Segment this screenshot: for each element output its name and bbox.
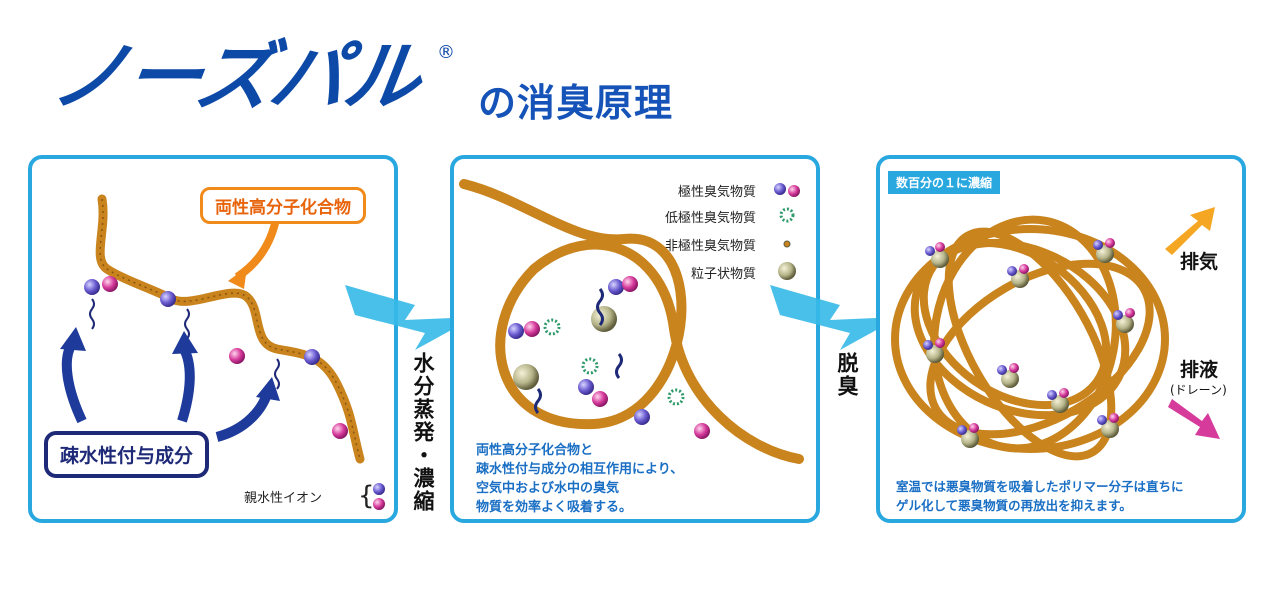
panel2-description: 両性高分子化合物と 疎水性付与成分の相互作用により、 空気中および水中の臭気 物… [476,443,684,515]
polymer-loop [459,179,804,464]
step-2-label: 脱臭 [835,352,859,398]
ion-pink [229,348,245,364]
panel-gel: 数百分の１に濃縮 排気 排液 (ドレーン) 室温では悪臭物質を吸着したポリマー分… [876,155,1246,523]
panel3-description: 室温では悪臭物質を吸着したポリマー分子は直ちに ゲル化して悪臭物質の再放出を抑え… [896,479,1184,513]
step-1-label: 水分蒸発・濃縮 [411,352,435,513]
adsorption-illustration [459,179,804,464]
ion-purple [160,291,176,307]
ion-pink [102,276,118,292]
arrow-step-1 [345,285,475,350]
legend-particle: 粒子状物質 [690,267,756,282]
drain-sub-label: (ドレーン) [1170,383,1227,397]
panel-molecule: { 両性高分子化合物 疎水性付与成分 親水性イオン [28,155,398,523]
exhaust-label: 排気 [1180,251,1219,273]
exhaust-arrow [1165,207,1215,255]
arrow-up-left [61,341,87,424]
drain-label: 排液 [1180,359,1219,381]
gel-illustration [891,207,1220,461]
polymer-chain [95,194,365,464]
molecule-illustration: { [60,194,385,511]
gel-tangle [891,215,1169,461]
legend-polar: 極性臭気物質 [677,185,756,200]
legend-nonpolar: 非極性臭気物質 [664,239,756,254]
ion-purple [84,279,100,295]
page-title: の消臭原理 [478,81,674,125]
ion-label: 親水性イオン [244,491,323,506]
arrow-up-mid [177,346,195,423]
svg-text:{: { [358,481,375,511]
drain-arrow [1168,399,1220,439]
brand-logo: ノーズパル [46,35,425,120]
polymer-label: 両性高分子化合物 [200,187,366,224]
arrow-up-right [215,392,272,442]
hydrophobic-label: 疎水性付与成分 [44,431,210,478]
arrow-step-2 [770,285,900,350]
ion-purple [304,349,320,365]
legend-low-polar: 低極性臭気物質 [664,211,756,226]
ion-pink [332,423,348,439]
concentration-tag: 数百分の１に濃縮 [888,171,1001,194]
registered-mark: ® [437,42,455,63]
panel-adsorption: 極性臭気物質 低極性臭気物質 非極性臭気物質 粒子状物質 両性高分子化合物と 疎… [450,155,820,523]
